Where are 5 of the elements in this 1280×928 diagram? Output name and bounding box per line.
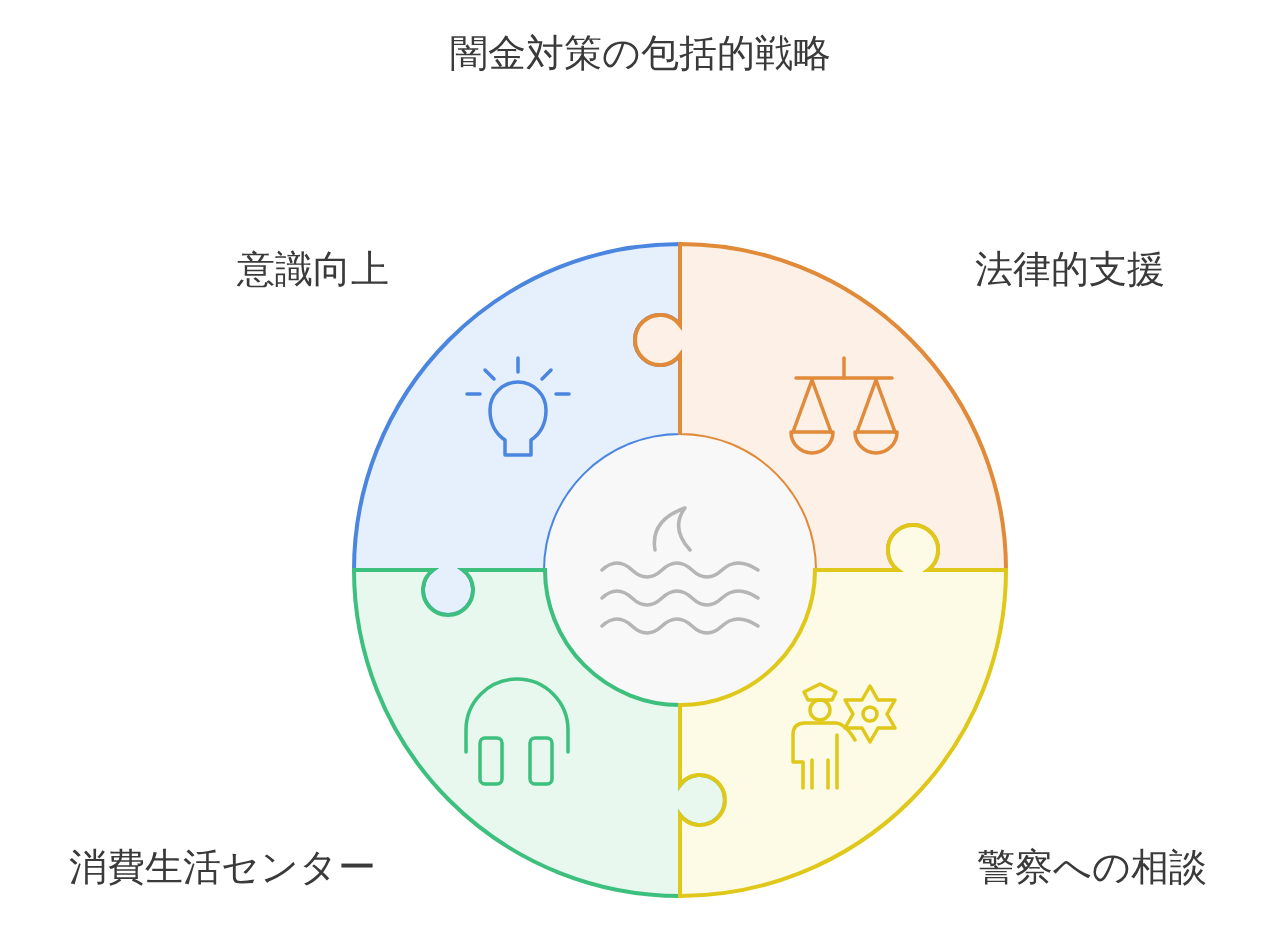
- segment-label: 消費生活センター: [68, 845, 376, 891]
- segment-label: 意識向上: [237, 247, 389, 293]
- segment-label: 警察への相談: [977, 845, 1207, 891]
- segment-label: 法律的支援: [975, 247, 1165, 293]
- title: 闇金対策の包括的戦略: [449, 31, 831, 75]
